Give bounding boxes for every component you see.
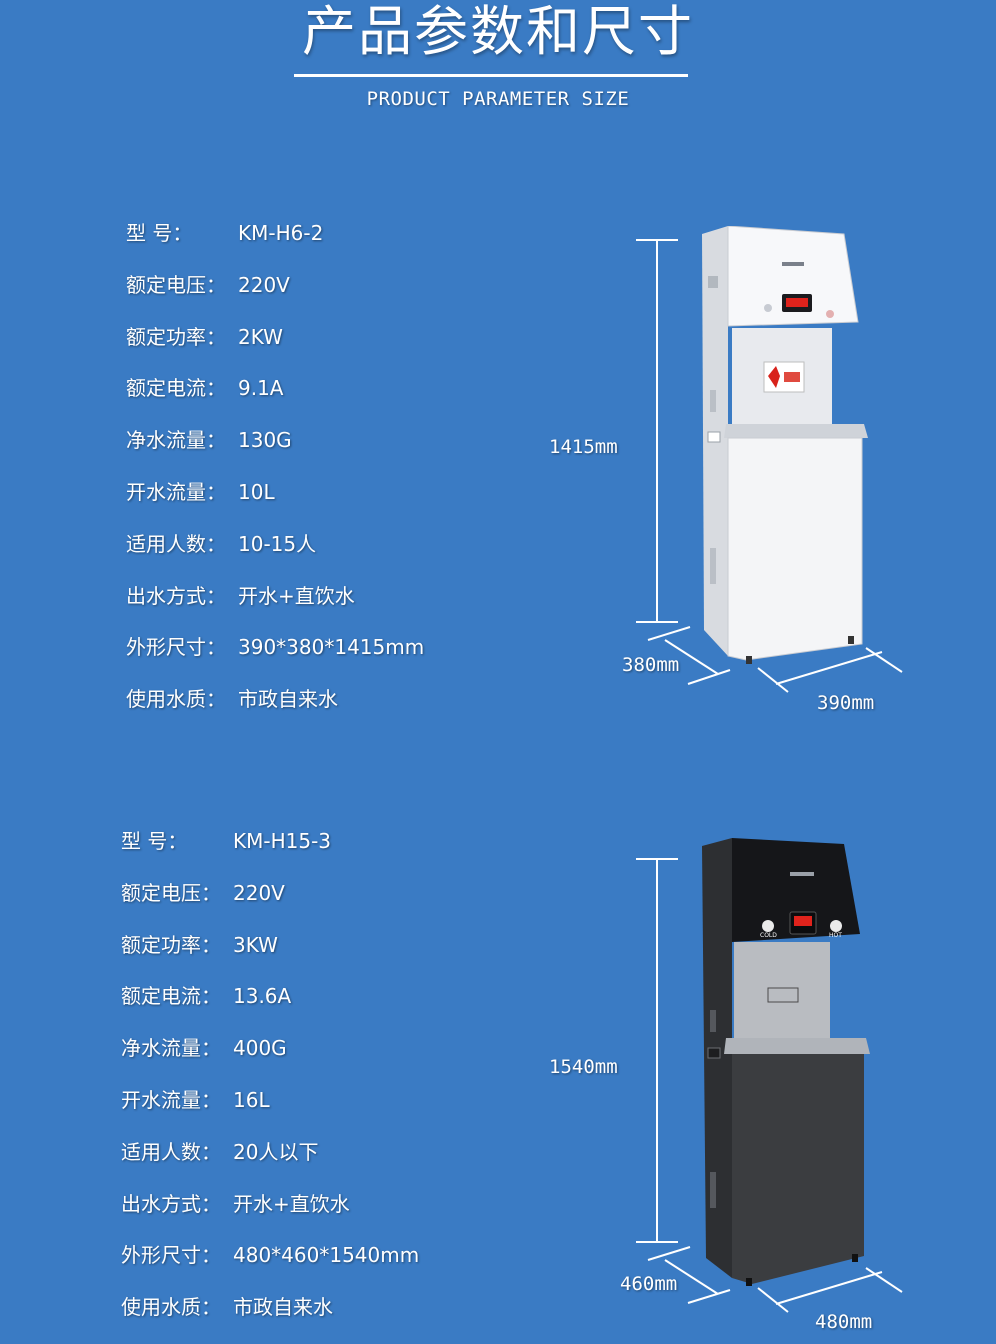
height-label-1: 1415mm — [549, 436, 618, 458]
spec-value: 10-15人 — [238, 531, 317, 556]
spec-label: 净水流量： — [126, 428, 226, 453]
spec-row-current: 额定电流： 9.1A — [126, 373, 424, 425]
spec-row-model: 型 号： KM-H6-2 — [126, 218, 424, 270]
spec-label: 出水方式： — [126, 583, 226, 608]
cold-label: COLD — [760, 932, 777, 939]
spec-label: 额定电压： — [121, 880, 221, 905]
spec-row-capacity: 适用人数： 10-15人 — [126, 529, 424, 581]
spec-label: 开水流量： — [121, 1087, 221, 1112]
page-title: 产品参数和尺寸 — [302, 0, 694, 63]
spec-row-outlet-mode: 出水方式： 开水+直饮水 — [121, 1189, 419, 1241]
spec-label: 适用人数： — [126, 531, 226, 556]
spec-label: 外形尺寸： — [126, 635, 226, 660]
width-line-1 — [775, 651, 883, 685]
spec-label: 额定功率： — [121, 932, 221, 957]
spec-value: 220V — [233, 880, 285, 905]
width-line-2 — [775, 1271, 883, 1305]
spec-value: 开水+直饮水 — [233, 1191, 350, 1216]
width-tick-2a — [757, 1287, 789, 1313]
page-subtitle: PRODUCT PARAMETER SIZE — [366, 88, 630, 110]
spec-label: 使用水质： — [126, 687, 226, 712]
spec-label: 额定电压： — [126, 272, 226, 297]
spec-value: 220V — [238, 272, 290, 297]
spec-row-power: 额定功率： 2KW — [126, 322, 424, 374]
width-tick-1a — [757, 667, 789, 693]
spec-label: 开水流量： — [126, 479, 226, 504]
spec-label: 出水方式： — [121, 1191, 221, 1216]
spec-row-boiling-flow: 开水流量： 16L — [121, 1085, 419, 1137]
spec-label: 型 号： — [126, 221, 193, 245]
spec-value: 20人以下 — [233, 1139, 319, 1164]
spec-value: 390*380*1415mm — [238, 635, 425, 660]
width-label-1: 390mm — [817, 692, 875, 714]
spec-value: KM-H15-3 — [233, 829, 332, 853]
spec-row-water-source: 使用水质： 市政自来水 — [121, 1292, 419, 1344]
spec-value: 400G — [233, 1036, 287, 1061]
spec-value: 13.6A — [233, 984, 292, 1009]
spec-label: 净水流量： — [121, 1036, 221, 1061]
spec-row-dimensions: 外形尺寸： 480*460*1540mm — [121, 1240, 419, 1292]
depth-line-1 — [664, 639, 719, 675]
spec-value: 市政自来水 — [233, 1295, 333, 1320]
depth-label-2: 460mm — [620, 1273, 678, 1295]
spec-label: 型 号： — [121, 829, 188, 853]
spec-row-voltage: 额定电压： 220V — [126, 270, 424, 322]
spec-value: 480*460*1540mm — [233, 1243, 420, 1268]
spec-row-model: 型 号： KM-H15-3 — [121, 826, 419, 878]
depth-label-1: 380mm — [622, 654, 680, 676]
spec-row-voltage: 额定电压： 220V — [121, 878, 419, 930]
spec-row-capacity: 适用人数： 20人以下 — [121, 1137, 419, 1189]
width-tick-2b — [865, 1267, 903, 1293]
product-1-image — [702, 226, 868, 664]
spec-value: 2KW — [238, 324, 283, 349]
spec-value: 9.1A — [238, 376, 284, 401]
spec-value: 3KW — [233, 932, 278, 957]
spec-value: 市政自来水 — [238, 687, 338, 712]
spec-label: 使用水质： — [121, 1295, 221, 1320]
product-2-image — [702, 838, 870, 1286]
spec-label: 额定电流： — [126, 376, 226, 401]
height-label-2: 1540mm — [549, 1056, 618, 1078]
spec-row-dimensions: 外形尺寸： 390*380*1415mm — [126, 632, 424, 684]
depth-tick-1b — [687, 669, 731, 685]
width-label-2: 480mm — [815, 1311, 873, 1333]
product-1-spec-list: 型 号： KM-H6-2 额定电压： 220V 额定功率： 2KW 额定电流： 9.1A… — [126, 218, 424, 736]
page-header: 产品参数和尺寸 PRODUCT PARAMETER SIZE — [0, 0, 996, 130]
spec-row-pure-flow: 净水流量： 130G — [126, 425, 424, 477]
spec-label: 外形尺寸： — [121, 1243, 221, 1268]
title-underline — [294, 74, 688, 77]
spec-row-pure-flow: 净水流量： 400G — [121, 1033, 419, 1085]
spec-row-current: 额定电流： 13.6A — [121, 981, 419, 1033]
product-2-spec-list: 型 号： KM-H15-3 额定电压： 220V 额定功率： 3KW 额定电流： 13.… — [121, 826, 419, 1344]
spec-label: 额定电流： — [121, 984, 221, 1009]
depth-tick-2b — [687, 1289, 731, 1304]
depth-tick-1a — [647, 626, 691, 641]
spec-value: 10L — [238, 479, 275, 504]
hot-label: HOT — [829, 932, 842, 939]
spec-value: 16L — [233, 1087, 270, 1112]
spec-row-power: 额定功率： 3KW — [121, 930, 419, 982]
width-tick-1b — [865, 647, 903, 673]
spec-value: 开水+直饮水 — [238, 583, 355, 608]
spec-label: 额定功率： — [126, 324, 226, 349]
spec-value: KM-H6-2 — [238, 221, 324, 245]
spec-value: 130G — [238, 428, 292, 453]
spec-row-boiling-flow: 开水流量： 10L — [126, 477, 424, 529]
depth-tick-2a — [647, 1246, 691, 1261]
spec-row-water-source: 使用水质： 市政自来水 — [126, 684, 424, 736]
spec-row-outlet-mode: 出水方式： 开水+直饮水 — [126, 581, 424, 633]
depth-line-2 — [664, 1259, 719, 1295]
spec-label: 适用人数： — [121, 1139, 221, 1164]
